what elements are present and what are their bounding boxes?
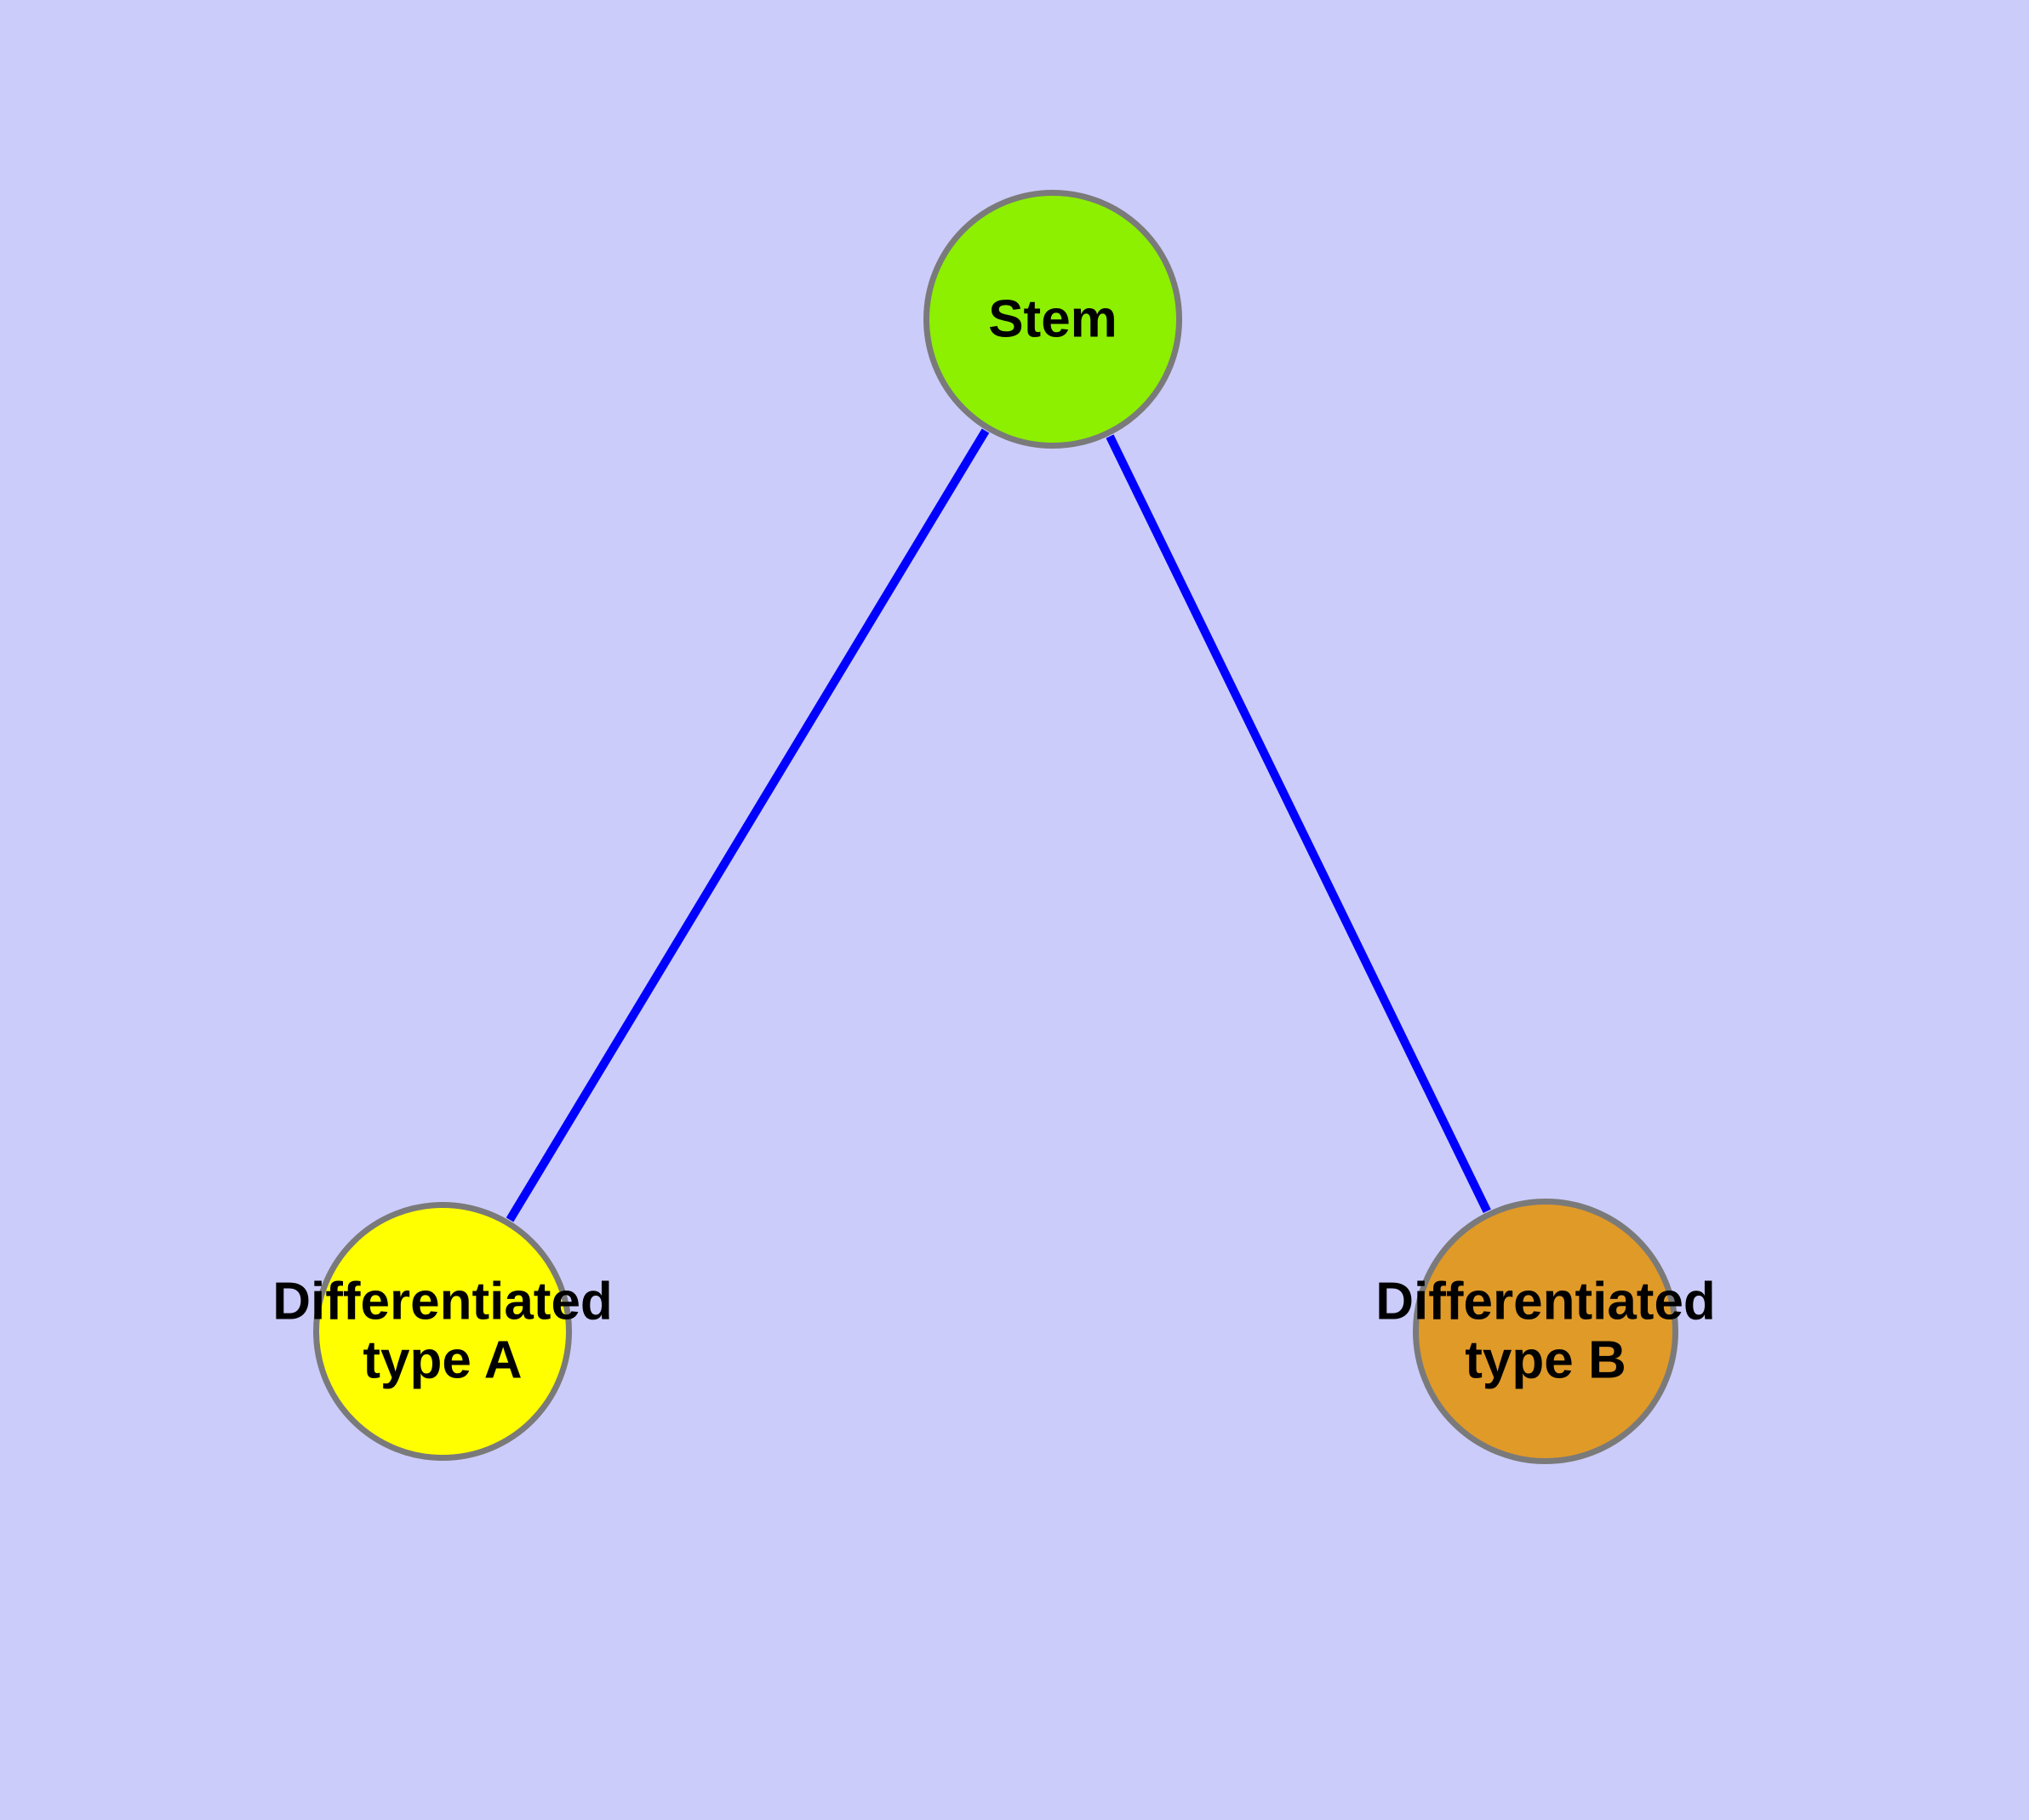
node-differentiated-type-b[interactable] [1413, 1199, 1678, 1464]
edge-stem-to-differentiated-type-b [1106, 434, 1491, 1214]
node-differentiated-type-a[interactable] [313, 1202, 572, 1461]
node-stem[interactable] [923, 190, 1182, 449]
edge-stem-to-differentiated-type-a [506, 428, 990, 1222]
